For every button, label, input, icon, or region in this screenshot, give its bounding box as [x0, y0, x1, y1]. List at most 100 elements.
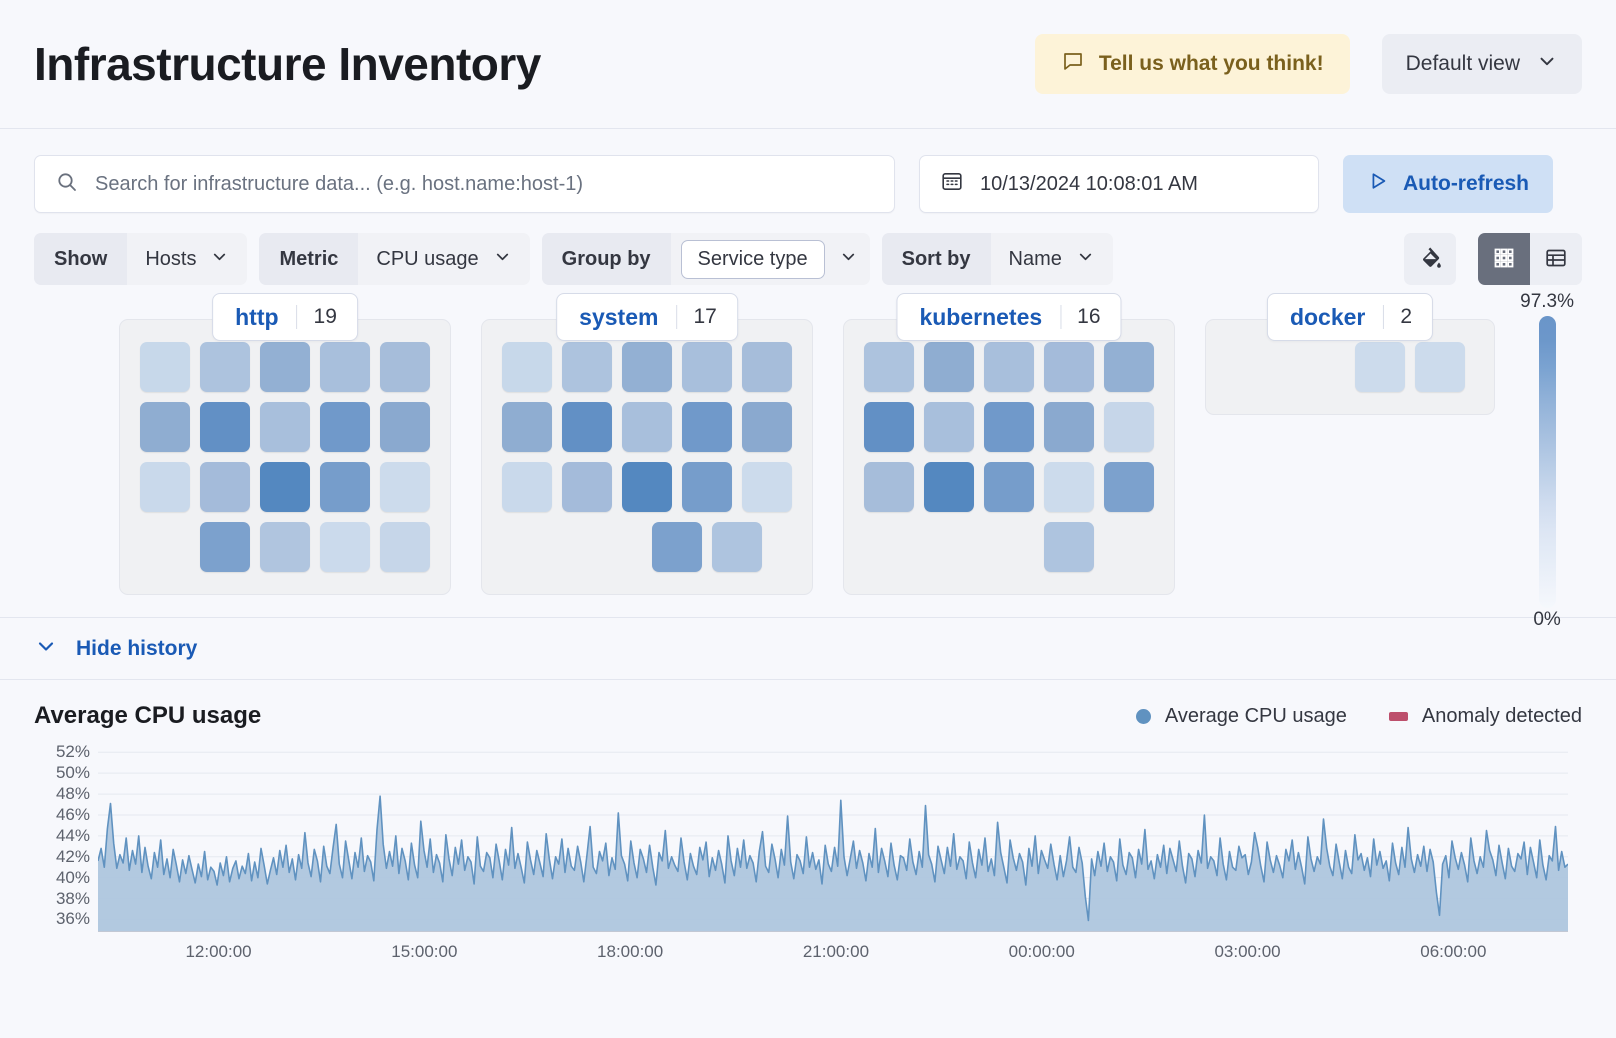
host-tile[interactable] [140, 342, 190, 392]
search-input[interactable] [93, 171, 874, 197]
feedback-button-label: Tell us what you think! [1098, 52, 1324, 75]
chart-plot[interactable] [97, 746, 1569, 932]
header-actions: Tell us what you think! Default view [1034, 34, 1582, 94]
host-tile[interactable] [562, 342, 612, 392]
host-tile[interactable] [502, 342, 552, 392]
host-tile[interactable] [742, 402, 792, 452]
tile-row [1044, 522, 1094, 572]
y-axis-tick: 44% [55, 825, 90, 845]
filter-show-value[interactable]: Hosts [127, 233, 248, 285]
host-tile[interactable] [984, 402, 1034, 452]
host-tile[interactable] [1104, 462, 1154, 512]
table-view-button[interactable] [1530, 233, 1582, 285]
host-tile[interactable] [200, 402, 250, 452]
host-tile[interactable] [562, 402, 612, 452]
host-tile[interactable] [320, 342, 370, 392]
host-tile[interactable] [200, 462, 250, 512]
host-tile[interactable] [380, 522, 430, 572]
filter-show-label: Show [34, 233, 128, 285]
host-tile[interactable] [502, 462, 552, 512]
feedback-button[interactable]: Tell us what you think! [1034, 34, 1350, 94]
legend-square-icon [1388, 711, 1408, 721]
filter-group-by-value[interactable]: Service type [670, 233, 870, 285]
host-tile[interactable] [1415, 342, 1465, 392]
host-tile[interactable] [260, 522, 310, 572]
x-axis-tick: 18:00:00 [597, 942, 664, 961]
host-tile[interactable] [652, 522, 702, 572]
x-axis-tick: 15:00:00 [391, 942, 458, 961]
host-tile[interactable] [260, 402, 310, 452]
filter-metric-value[interactable]: CPU usage [358, 233, 530, 285]
host-tile[interactable] [682, 462, 732, 512]
legend-item-anomaly-detected[interactable]: Anomaly detected [1388, 704, 1582, 728]
group-count: 2 [1383, 305, 1428, 329]
legend-controls-button[interactable] [1404, 233, 1456, 285]
host-tile[interactable] [984, 462, 1034, 512]
grid-view-button[interactable] [1478, 233, 1530, 285]
tile-row [140, 462, 430, 512]
default-view-button[interactable]: Default view [1381, 34, 1582, 94]
host-tile[interactable] [924, 402, 974, 452]
host-tile[interactable] [864, 402, 914, 452]
host-tile[interactable] [742, 462, 792, 512]
host-tile[interactable] [622, 402, 672, 452]
host-tile[interactable] [924, 342, 974, 392]
host-tile[interactable] [984, 342, 1034, 392]
host-tile[interactable] [140, 402, 190, 452]
host-tile[interactable] [1355, 342, 1405, 392]
legend-label-anomaly-detected: Anomaly detected [1421, 704, 1582, 727]
host-tile[interactable] [260, 342, 310, 392]
filter-sort-by: Sort by Name [881, 233, 1113, 285]
host-tile[interactable] [320, 402, 370, 452]
host-tile[interactable] [380, 342, 430, 392]
host-tile[interactable] [682, 402, 732, 452]
x-axis-tick: 06:00:00 [1420, 942, 1487, 961]
host-tile[interactable] [200, 342, 250, 392]
host-tile[interactable] [1044, 342, 1094, 392]
group-body [119, 319, 451, 595]
y-axis-tick: 40% [55, 867, 90, 887]
y-axis-tick: 52% [55, 742, 90, 762]
host-tile[interactable] [864, 342, 914, 392]
host-tile[interactable] [742, 342, 792, 392]
host-tile[interactable] [1044, 402, 1094, 452]
host-tile[interactable] [1104, 402, 1154, 452]
host-tile[interactable] [502, 402, 552, 452]
search-box[interactable] [34, 155, 895, 213]
host-tile[interactable] [1104, 342, 1154, 392]
filter-group-by-label: Group by [541, 233, 671, 285]
host-tile[interactable] [864, 462, 914, 512]
chevron-down-icon [493, 247, 512, 272]
search-row: 10/13/2024 10:08:01 AM Auto-refresh [34, 155, 1582, 213]
host-tile[interactable] [924, 462, 974, 512]
host-tile[interactable] [380, 462, 430, 512]
legend-item-average-cpu-usage[interactable]: Average CPU usage [1135, 705, 1347, 728]
host-tile[interactable] [562, 462, 612, 512]
filter-sort-by-value-text: Name [1008, 247, 1062, 270]
date-picker[interactable]: 10/13/2024 10:08:01 AM [919, 155, 1319, 213]
host-tile[interactable] [1044, 522, 1094, 572]
host-tile[interactable] [260, 462, 310, 512]
host-tile[interactable] [682, 342, 732, 392]
auto-refresh-button[interactable]: Auto-refresh [1343, 155, 1554, 213]
filters-row: Show Hosts Metric CPU usage Group by Ser… [34, 233, 1582, 285]
host-tile[interactable] [200, 522, 250, 572]
host-tile[interactable] [712, 522, 762, 572]
host-tile[interactable] [622, 342, 672, 392]
group-count: 17 [676, 305, 732, 329]
filter-sort-by-value[interactable]: Name [990, 233, 1113, 285]
host-tile[interactable] [320, 462, 370, 512]
host-tile[interactable] [320, 522, 370, 572]
group-body [481, 319, 813, 595]
host-tile[interactable] [622, 462, 672, 512]
host-tile[interactable] [1044, 462, 1094, 512]
host-tile[interactable] [140, 462, 190, 512]
hide-history-button[interactable]: Hide history [34, 634, 197, 664]
host-tile[interactable] [380, 402, 430, 452]
